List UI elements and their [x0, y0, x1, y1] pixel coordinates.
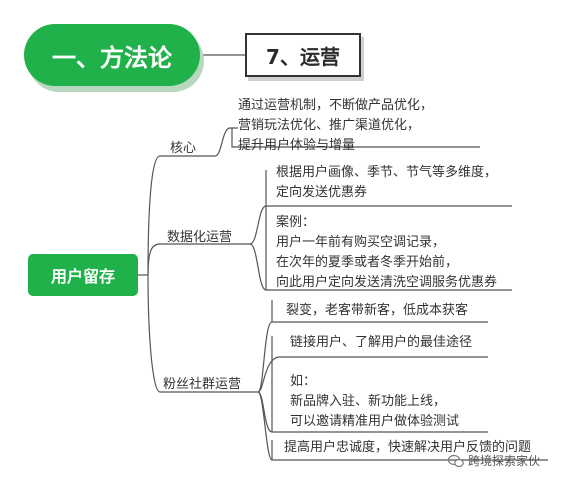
- leaf-line: 定向发送优惠券: [276, 185, 368, 200]
- leaf-line: 向此用户定向发送清洗空调服务优惠券: [276, 275, 498, 290]
- leaf-line: 链接用户、了解用户的最佳途径: [290, 335, 473, 350]
- leaf-data-ops-1: 根据用户画像、季节、节气等多维度， 定向发送优惠券: [276, 163, 497, 203]
- watermark: 跨境探索家伙: [448, 452, 540, 469]
- leaf-line: 营销玩法优化、推广渠道优化，: [238, 118, 421, 133]
- leaf-line: 新品牌入驻、新功能上线，: [290, 394, 447, 409]
- leaf-core-1: 通过运营机制，不断做产品优化， 营销玩法优化、推广渠道优化， 提升用户体验与增量: [238, 96, 433, 156]
- branch-data-ops: 数据化运营: [167, 230, 233, 245]
- leaf-fan-4: 提高用户忠诚度，快速解决用户反馈的问题: [284, 438, 531, 458]
- leaf-line: 提升用户体验与增量: [238, 138, 356, 153]
- leaf-line: 通过运营机制，不断做产品优化，: [238, 98, 434, 113]
- watermark-text: 跨境探索家伙: [468, 454, 541, 468]
- leaf-line: 用户一年前有购买空调记录，: [276, 235, 446, 250]
- leaf-fan-3: 如： 新品牌入驻、新功能上线， 可以邀请精准用户做体验测试: [290, 372, 459, 432]
- leaf-data-ops-2: 案例： 用户一年前有购买空调记录， 在次年的夏季或者冬季开始前， 向此用户定向发…: [276, 213, 497, 293]
- leaf-line: 根据用户画像、季节、节气等多维度，: [276, 165, 498, 180]
- step-title: 7、运营: [245, 33, 361, 77]
- leaf-line: 可以邀请精准用户做体验测试: [290, 414, 460, 429]
- leaf-line: 在次年的夏季或者冬季开始前，: [276, 255, 459, 270]
- branch-fan-community: 粉丝社群运营: [163, 377, 242, 392]
- leaf-line: 案例：: [276, 215, 316, 230]
- leaf-fan-2: 链接用户、了解用户的最佳途径: [290, 333, 472, 353]
- leaf-fan-1: 裂变，老客带新客，低成本获客: [286, 301, 468, 321]
- branch-core: 核心: [170, 141, 197, 156]
- wechat-icon: [448, 454, 464, 467]
- root-node: 用户留存: [28, 254, 138, 296]
- section-title: 一、方法论: [24, 24, 200, 86]
- leaf-line: 提高用户忠诚度，快速解决用户反馈的问题: [284, 440, 532, 455]
- leaf-line: 裂变，老客带新客，低成本获客: [286, 303, 469, 318]
- leaf-line: 如：: [290, 374, 317, 389]
